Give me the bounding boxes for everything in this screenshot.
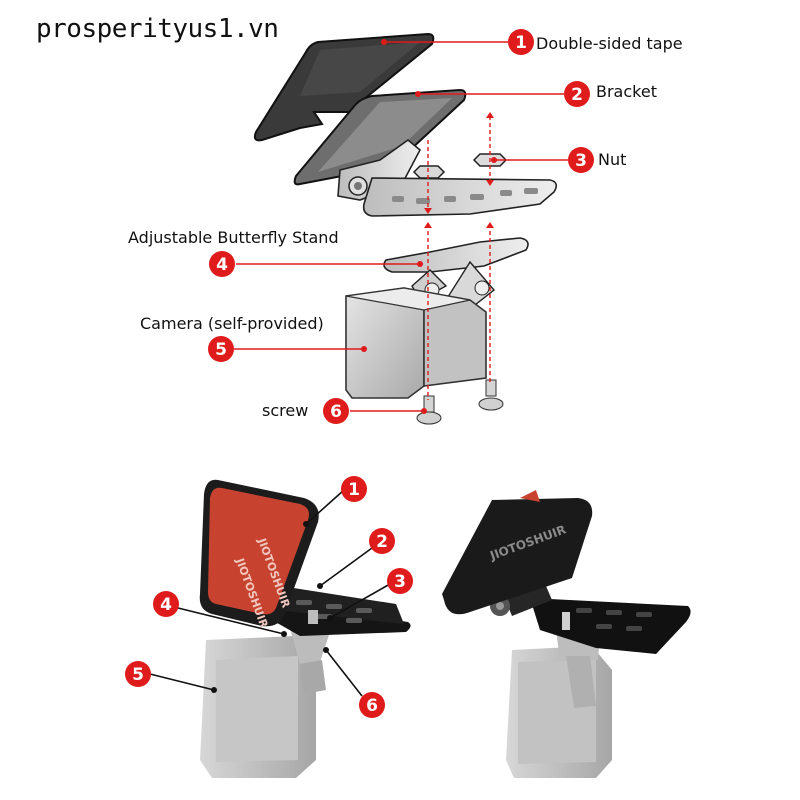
top-callout-5-number: 5 [215, 340, 227, 360]
photo-callout-5-number: 5 [132, 665, 144, 685]
top-callout-5: 5 [208, 336, 234, 362]
label-screw: screw [262, 401, 309, 420]
photo-callout-3-number: 3 [394, 572, 406, 592]
photo-callout-2: 2 [369, 528, 395, 554]
top-callout-2-number: 2 [571, 85, 583, 105]
camera-drawing [345, 287, 487, 399]
top-callout-4: 4 [209, 251, 235, 277]
top-callout-3: 3 [568, 147, 594, 173]
top-callout-2: 2 [564, 81, 590, 107]
photo-callout-4: 4 [153, 591, 179, 617]
top-callout-6-number: 6 [330, 402, 342, 422]
top-callout-4-number: 4 [216, 255, 228, 275]
photo-callout-1: 1 [341, 476, 367, 502]
bracket-drawing [293, 88, 558, 217]
assembly-arrows [424, 112, 494, 228]
photo-callout-4-number: 4 [160, 595, 172, 615]
tape-pad-drawing [253, 32, 435, 142]
photo-left: JIOTOSHUIR JIOTOSHUIR [199, 479, 411, 778]
label-nut: Nut [598, 150, 627, 169]
screws-drawing [416, 379, 504, 425]
top-leader-dots [361, 39, 497, 414]
photo-callout-2-number: 2 [376, 532, 388, 552]
top-callout-6: 6 [323, 398, 349, 424]
photo-callout-6-number: 6 [366, 696, 378, 716]
assembly-dashed-lines [427, 116, 491, 400]
top-callout-1: 1 [508, 29, 534, 55]
watermark: prosperityus1.vn [36, 14, 279, 44]
photo-callout-6: 6 [359, 692, 385, 718]
photo-leader-dots [211, 521, 333, 693]
label-butterfly-stand: Adjustable Butterfly Stand [128, 228, 339, 247]
photo-callout-5: 5 [125, 661, 151, 687]
top-leader-lines [234, 41, 568, 412]
photo-leader-lines [149, 489, 391, 697]
photo-callout-3: 3 [387, 568, 413, 594]
photo-callout-1-number: 1 [348, 480, 360, 500]
photo-right: JIOTOSHUIR [442, 490, 691, 778]
label-bracket: Bracket [596, 82, 657, 101]
top-callout-1-number: 1 [515, 33, 527, 53]
label-camera: Camera (self-provided) [140, 314, 324, 333]
top-callout-3-number: 3 [575, 151, 587, 171]
label-double-sided-tape: Double-sided tape [536, 34, 683, 53]
